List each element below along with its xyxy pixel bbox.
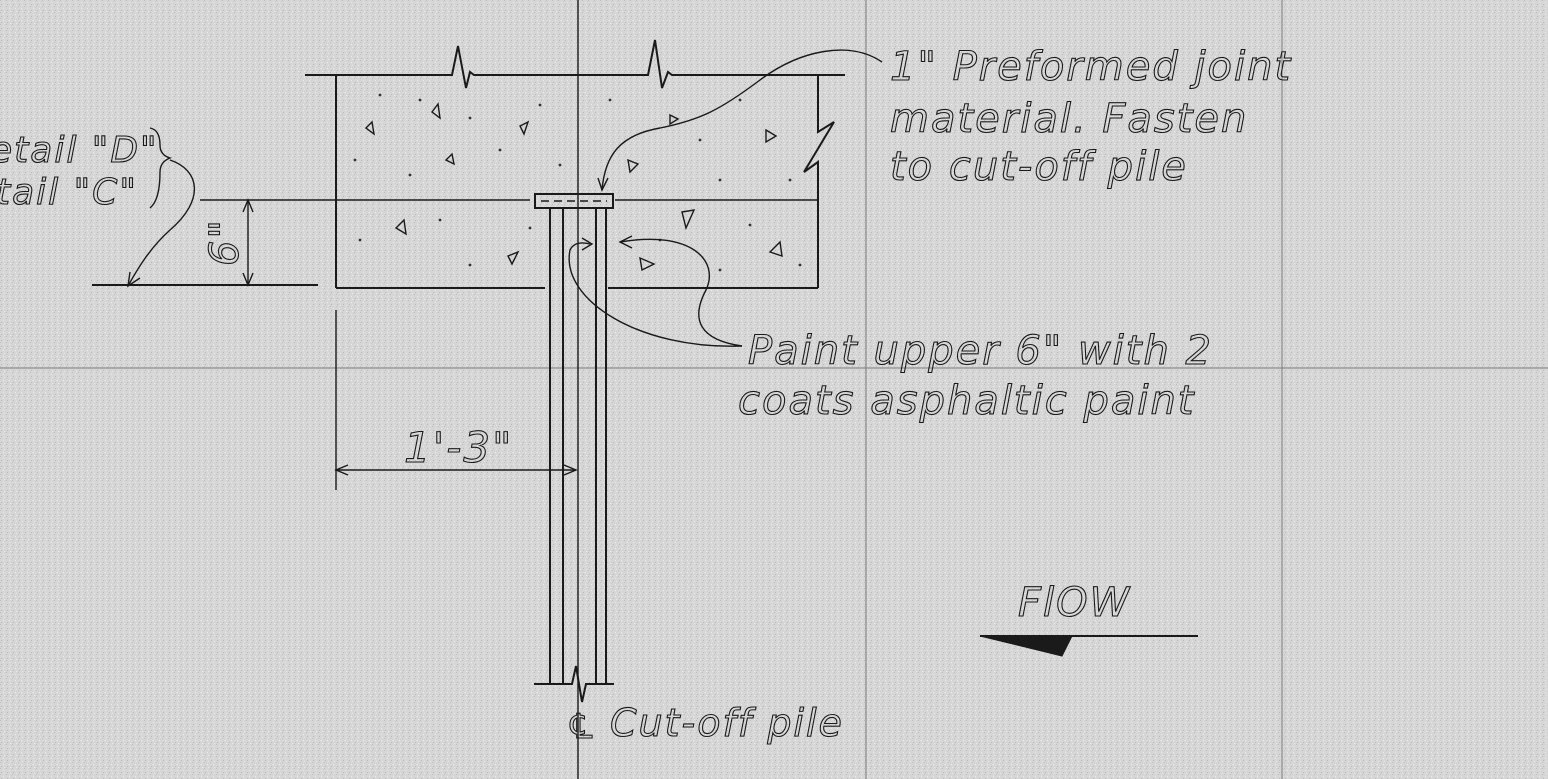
detail-ref-c: tail "C" xyxy=(0,172,138,213)
preformed-joint-cap xyxy=(534,193,614,209)
paint-note: Paint upper 6" with 2 coats asphaltic pa… xyxy=(737,327,1213,424)
paint-note-line-2: coats asphaltic paint xyxy=(738,378,1196,424)
offset-dimension xyxy=(334,310,578,490)
detail-ref-d: etail "D" xyxy=(0,130,159,171)
centerline-label: ℄ Cut-off pile xyxy=(565,700,844,747)
depth-dimension xyxy=(200,198,336,287)
flow-arrowhead-icon xyxy=(979,635,1073,657)
depth-dimension-label: 6" xyxy=(202,218,248,266)
paint-note-line-1: Paint upper 6" with 2 xyxy=(748,328,1213,374)
joint-note-line-3: to cut-off pile xyxy=(890,144,1188,190)
joint-note-line-1: 1" Preformed joint xyxy=(890,44,1292,90)
flow-label: FlOW xyxy=(1018,580,1131,626)
centerline-symbol-icon: ℄ xyxy=(566,707,598,747)
detail-reference-note: etail "D" tail "C" xyxy=(0,129,159,213)
joint-material-leader xyxy=(597,49,883,192)
detail-reference-leader xyxy=(127,127,196,288)
centerline-label-text: Cut-off pile xyxy=(610,701,844,745)
concrete-slab xyxy=(305,39,845,289)
cut-off-pile xyxy=(534,208,614,703)
offset-dimension-label: 1'-3" xyxy=(404,423,513,472)
flow-arrow xyxy=(979,635,1198,657)
joint-material-note: 1" Preformed joint material. Fasten to c… xyxy=(889,43,1292,190)
joint-note-line-2: material. Fasten xyxy=(890,96,1248,142)
concrete-aggregate xyxy=(353,93,802,272)
paint-leader xyxy=(568,235,743,347)
